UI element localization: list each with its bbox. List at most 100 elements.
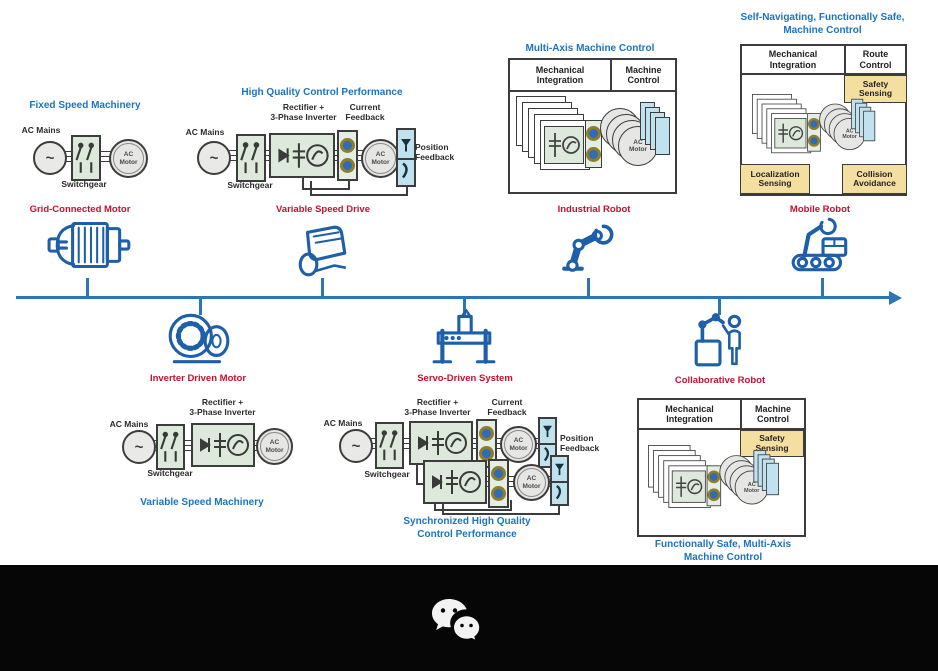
current-sensor-icon <box>808 118 820 131</box>
ac-symbol: ~ <box>134 438 144 456</box>
axis-stack: AC Motor <box>648 445 779 523</box>
encoder-icon <box>543 425 552 462</box>
ac-symbol: ~ <box>351 437 361 455</box>
current-feedback-label: Current Feedback <box>487 397 527 417</box>
inverter-icon <box>432 470 481 494</box>
rectifier-inverter-box <box>423 460 487 504</box>
milestone-label: Mobile Robot <box>789 204 851 215</box>
encoder-card <box>766 462 779 496</box>
machine-control-header: Machine Control <box>610 60 675 90</box>
encoder-card <box>863 110 876 142</box>
ac-mains-source: ~ <box>33 141 67 175</box>
localization-sensing-badge: Localization Sensing <box>740 164 810 194</box>
switchgear-box <box>71 135 101 181</box>
mechanical-integration-header: Mechanical Integration <box>665 403 714 424</box>
current-sensor-icon <box>479 446 494 461</box>
inverter-icon <box>676 476 703 497</box>
ac-motor-label: AC Motor <box>522 475 541 490</box>
current-sensor-icon <box>491 466 506 481</box>
ac-motor: AC Motor <box>109 139 148 178</box>
multi-axis-box: Mechanical Integration Machine Control <box>508 58 677 194</box>
switch-icon <box>75 142 94 173</box>
timeline-tick <box>463 299 466 315</box>
axis-stack-front: AC Motor <box>516 96 670 188</box>
current-sensor-icon <box>340 137 355 153</box>
ac-mains-source: ~ <box>339 429 373 463</box>
ac-motor: AC Motor <box>256 428 293 465</box>
inverter-icon <box>278 143 329 168</box>
high-quality-title: High Quality Control Performance <box>241 87 403 98</box>
safety-sensing-badge: Safety Sensing <box>844 75 907 103</box>
ac-motor-label: AC Motor <box>265 439 284 454</box>
inverter-icon <box>778 123 804 143</box>
ac-motor-label: AC Motor <box>744 481 760 494</box>
current-sensor-icon <box>586 146 601 162</box>
current-sensor-icon <box>340 158 355 174</box>
switchgear-box <box>156 424 185 470</box>
feedback-wire <box>442 504 560 515</box>
inverter-icon <box>549 133 580 157</box>
inverter-card <box>671 470 706 503</box>
ac-mains-label: AC Mains <box>109 419 149 429</box>
current-sensor-icon <box>707 488 721 501</box>
ac-symbol: ~ <box>209 149 219 167</box>
inverter-driven-motor-icon <box>168 313 230 364</box>
switchgear-label: Switchgear <box>147 468 193 478</box>
collaborative-robot-icon <box>694 313 742 367</box>
switchgear-label: Switchgear <box>61 179 107 189</box>
variable-speed-machinery-title: Variable Speed Machinery <box>140 497 264 508</box>
switch-icon <box>379 430 398 461</box>
functionally-safe-title: Functionally Safe, Multi-Axis Machine Co… <box>654 539 792 563</box>
feedback-wire <box>310 181 408 196</box>
ac-motor-label: AC Motor <box>119 151 138 166</box>
rectifier-inverter-box <box>269 133 335 178</box>
watermark-bar: 公众号 · 得捷电子DigiKey <box>0 565 938 671</box>
current-feedback-card <box>706 465 722 507</box>
fixed-speed-title: Fixed Speed Machinery <box>29 100 141 111</box>
milestone-label: Collaborative Robot <box>674 375 766 386</box>
switch-icon <box>160 431 179 462</box>
ac-motor: AC Motor <box>361 139 400 178</box>
rectifier-inverter-label: Rectifier + 3-Phase Inverter <box>404 397 471 417</box>
current-sensor-icon <box>808 134 820 147</box>
mobile-robot-icon <box>791 217 848 272</box>
wechat-icon <box>432 599 481 643</box>
milestone-label: Servo-Driven System <box>417 373 513 384</box>
position-feedback-label: Position Feedback <box>560 433 600 453</box>
switchgear-box <box>375 422 404 469</box>
current-sensor-icon <box>707 470 721 484</box>
axis-stack: AC Motor <box>516 96 670 188</box>
machine-control-header: Machine Control <box>740 400 804 428</box>
self-navigating-box: Mechanical Integration Route Control Saf… <box>740 44 907 196</box>
encoder-icon <box>401 139 411 179</box>
milestone-label: Grid-Connected Motor <box>29 204 131 215</box>
current-feedback-box <box>488 459 509 508</box>
position-feedback-label: Position Feedback <box>415 142 455 162</box>
switchgear-label: Switchgear <box>364 469 410 479</box>
functionally-safe-box: Mechanical Integration Machine Control S… <box>637 398 806 537</box>
ac-symbol: ~ <box>45 149 55 167</box>
ac-motor-label: AC Motor <box>371 151 390 166</box>
ac-motor: AC Motor <box>500 426 537 463</box>
timeline-tick <box>718 299 721 315</box>
multi-axis-title: Multi-Axis Machine Control <box>525 43 655 54</box>
rectifier-inverter-box <box>191 423 255 467</box>
switchgear-box <box>236 134 266 182</box>
rectifier-inverter-label: Rectifier + 3-Phase Inverter <box>189 397 256 417</box>
ac-motor-label: AC Motor <box>509 437 528 452</box>
rectifier-inverter-label: Rectifier + 3-Phase Inverter <box>270 102 337 122</box>
milestone-label: Inverter Driven Motor <box>149 373 247 384</box>
timeline-arrowhead <box>889 291 902 305</box>
switchgear-label: Switchgear <box>227 180 273 190</box>
milestone-label: Variable Speed Drive <box>276 204 370 215</box>
timeline-tick <box>321 278 324 296</box>
mechanical-integration-header: Mechanical Integration <box>535 64 585 85</box>
ac-motor: AC Motor <box>513 464 550 501</box>
timeline-tick <box>199 299 202 315</box>
ac-mains-label: AC Mains <box>185 127 225 137</box>
current-feedback-label: Current Feedback <box>345 102 385 122</box>
inverter-icon <box>418 431 467 455</box>
current-sensor-icon <box>491 486 506 501</box>
ac-mains-label: AC Mains <box>323 418 363 428</box>
industrial-robot-icon <box>562 224 614 272</box>
